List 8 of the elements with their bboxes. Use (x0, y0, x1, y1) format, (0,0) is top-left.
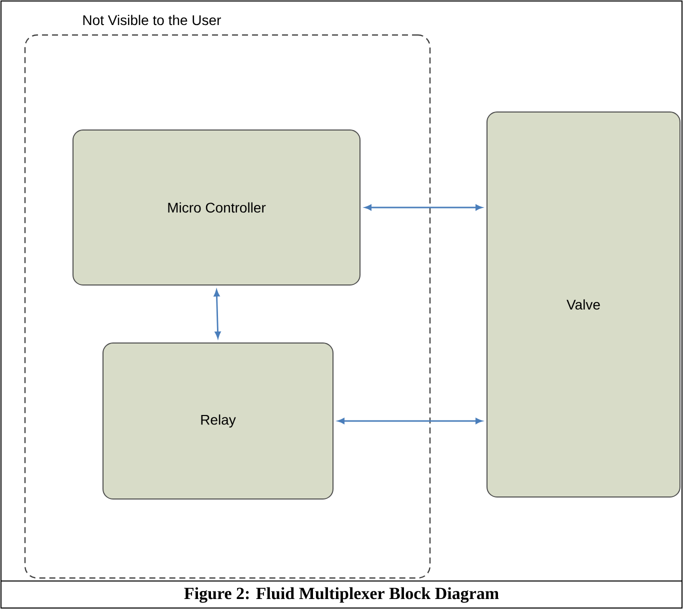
block-box: Valve (486, 112, 680, 498)
node-label: Not Visible to the User (83, 14, 221, 26)
figure-caption: Figure 2: Fluid Multiplexer Block Diagram (184, 587, 499, 603)
double-arrow (364, 204, 482, 210)
block-box: Relay (102, 342, 334, 500)
double-arrow (214, 290, 221, 338)
double-arrow (338, 418, 482, 424)
block-box: Micro Controller (72, 130, 360, 286)
